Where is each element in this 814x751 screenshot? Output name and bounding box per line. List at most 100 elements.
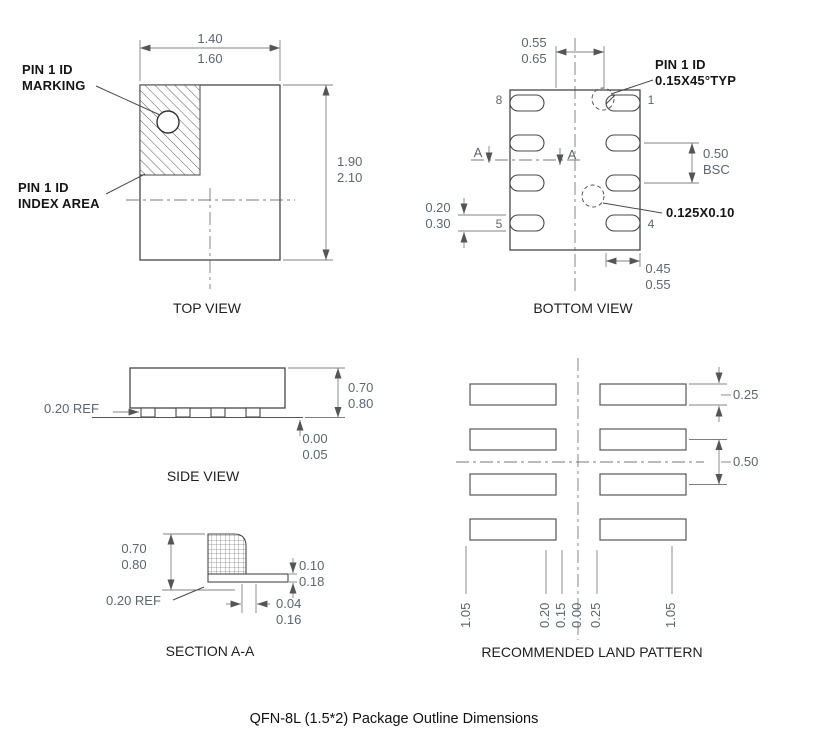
land-pattern-caption: RECOMMENDED LAND PATTERN	[481, 644, 702, 660]
top-view-caption: TOP VIEW	[173, 300, 242, 316]
pin-number-8: 8	[496, 93, 503, 107]
dim-pad-span-max: 0.65	[521, 51, 546, 66]
land-pad-l4	[469, 518, 557, 541]
dim-width-min: 1.40	[197, 31, 222, 46]
dim-land-pitch-text: 0.50	[733, 454, 758, 469]
dim-lead-thickness-max: 0.18	[299, 574, 324, 589]
pad-7	[509, 134, 545, 152]
land-pad-r3	[599, 473, 687, 496]
section-marks: A A	[474, 145, 577, 165]
pin-number-4: 4	[648, 217, 655, 231]
pad-feature-circle	[581, 184, 605, 208]
ordinate-020: 0.20	[537, 603, 552, 628]
feature-note: 0.125X0.10	[666, 205, 735, 220]
dim-section-height-max: 0.80	[121, 557, 146, 572]
dim-lead-thickness-min: 0.10	[299, 558, 324, 573]
pin1-id-callout: PIN 1 ID 0.15X45°TYP	[610, 57, 736, 95]
section-lead	[207, 573, 289, 583]
pin-number-5: 5	[496, 217, 503, 231]
dim-lead-tip-max: 0.16	[276, 612, 301, 627]
land-pattern-pads	[469, 383, 687, 541]
top-view: 1.40 1.60 1.90 2.10 PIN 1 ID MARKING PIN…	[18, 31, 362, 316]
land-pad-r4	[599, 518, 687, 541]
side-view: 0.20 REF 0.70 0.80 0.00 0.05 SIDE VIEW	[44, 367, 373, 484]
section-body-hatch	[207, 533, 247, 575]
land-pad-l2	[469, 428, 557, 451]
pin1-feature-circle	[591, 87, 615, 111]
pin1-index-label-line2: INDEX AREA	[18, 196, 100, 211]
ordinate-right-outer: 1.05	[663, 603, 678, 628]
dim-section-height: 0.70 0.80	[121, 533, 205, 590]
ordinate-025: 0.25	[588, 603, 603, 628]
dim-standoff-min: 0.00	[302, 431, 327, 446]
dim-pad-width-max: 0.30	[425, 216, 450, 231]
pad-1	[605, 94, 641, 112]
side-view-body	[129, 367, 286, 409]
dim-pitch-value: 0.50	[703, 146, 728, 161]
dim-body-height: 0.70 0.80	[288, 367, 373, 418]
land-pattern: 0.25 0.50 1.05 0.20 0.15 0.00 0.25 1.05 …	[456, 358, 758, 660]
land-pad-r1	[599, 383, 687, 406]
bottom-view-package-outline	[509, 89, 641, 251]
land-pad-r2	[599, 428, 687, 451]
dim-lead-ref-text: 0.20 REF	[44, 401, 99, 416]
pin1-index-callout: PIN 1 ID INDEX AREA	[18, 173, 146, 211]
dim-height-max: 2.10	[337, 170, 362, 185]
side-lead-4	[245, 407, 261, 418]
pad-5	[509, 214, 545, 232]
ordinate-015: 0.15	[553, 603, 568, 628]
side-lead-3	[210, 407, 226, 418]
dim-land-pad-height-text: 0.25	[733, 387, 758, 402]
pin1-marking-circle	[156, 110, 180, 134]
land-ordinate-dims: 1.05 0.20 0.15 0.00 0.25 1.05	[458, 546, 678, 628]
dim-pitch-bsc-label: BSC	[703, 162, 730, 177]
ordinate-zero: 0.00	[569, 603, 584, 628]
dim-height-min: 1.90	[337, 154, 362, 169]
bottom-view-caption: BOTTOM VIEW	[533, 300, 633, 316]
dim-pad-span: 0.55 0.65	[521, 35, 605, 88]
dim-lead-tip-min: 0.04	[276, 596, 301, 611]
feature-callout: 0.125X0.10	[602, 202, 735, 220]
dim-pitch-bsc: 0.50 BSC	[644, 142, 730, 184]
dim-top-width: 1.40 1.60	[139, 31, 281, 81]
section-label-left: A	[474, 145, 483, 160]
section-label-right: A	[568, 147, 577, 162]
dim-lead-ref: 0.20 REF	[44, 401, 139, 416]
land-pad-l3	[469, 473, 557, 496]
dim-pad-width-min: 0.20	[425, 200, 450, 215]
dim-land-pitch: 0.50	[689, 439, 758, 485]
section-aa-caption: SECTION A-A	[166, 643, 255, 659]
bottom-view: 8 1 5 4 0.55 0.65 PIN 1 ID 0.15X45°TYP 0…	[425, 35, 736, 316]
dim-body-height-max: 0.80	[348, 396, 373, 411]
dim-pad-length-max: 0.55	[645, 277, 670, 292]
drawing-title: QFN-8L (1.5*2) Package Outline Dimension…	[250, 711, 539, 727]
dim-lead-tip: 0.04 0.16	[226, 584, 301, 627]
dim-pad-span-min: 0.55	[521, 35, 546, 50]
section-aa-view: 0.70 0.80 0.20 REF 0.10 0.18 0.04 0.16 S…	[106, 533, 324, 659]
pin1-note-line1: PIN 1 ID	[655, 57, 706, 72]
dim-section-height-min: 0.70	[121, 541, 146, 556]
dim-standoff-max: 0.05	[302, 447, 327, 462]
pad-3	[605, 174, 641, 192]
dim-body-height-min: 0.70	[348, 380, 373, 395]
pin1-note-line2: 0.15X45°TYP	[655, 73, 736, 88]
side-lead-2	[175, 407, 191, 418]
pin-number-1: 1	[648, 93, 655, 107]
dim-pad-length: 0.45 0.55	[605, 253, 671, 292]
dim-width-max: 1.60	[197, 51, 222, 66]
side-view-caption: SIDE VIEW	[167, 468, 240, 484]
pin1-marking-callout: PIN 1 ID MARKING	[22, 62, 161, 116]
dim-lead-thickness: 0.10 0.18	[289, 558, 324, 598]
dim-section-ref-text: 0.20 REF	[106, 593, 161, 608]
dim-top-height: 1.90 2.10	[283, 84, 362, 261]
dim-section-ref: 0.20 REF	[106, 586, 205, 608]
side-lead-1	[140, 407, 156, 418]
pad-2	[605, 134, 641, 152]
pad-8	[509, 94, 545, 112]
pin1-index-label-line1: PIN 1 ID	[18, 180, 69, 195]
dim-land-pad-height: 0.25	[689, 367, 758, 422]
pin1-marking-label-line2: MARKING	[22, 78, 86, 93]
dim-pad-width: 0.20 0.30	[425, 198, 506, 248]
bottom-view-pads	[509, 94, 641, 232]
